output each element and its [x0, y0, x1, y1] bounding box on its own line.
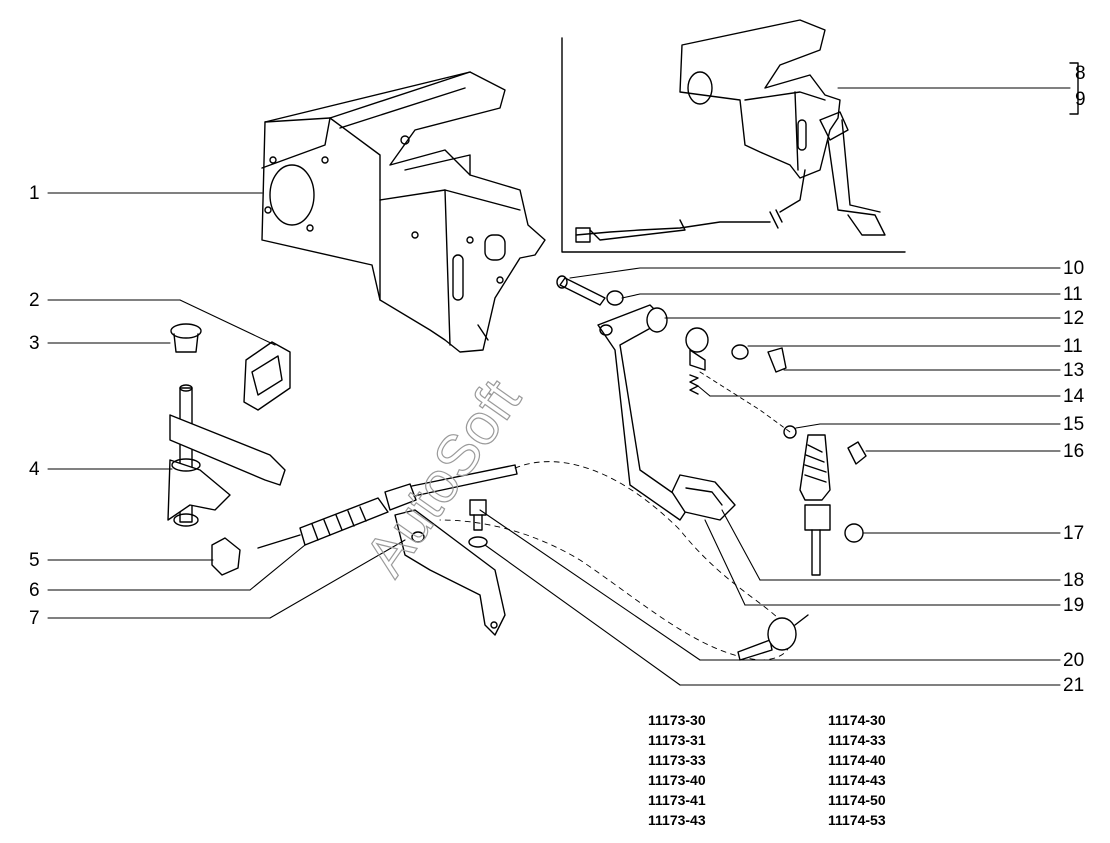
- callout-9: 9: [1075, 89, 1086, 110]
- callout-2: 2: [29, 290, 40, 311]
- callout-4: 4: [29, 459, 40, 480]
- part-1-pedal-bracket: [261, 71, 546, 353]
- part-16-clip: [847, 441, 867, 465]
- part-5-clip: [211, 537, 241, 576]
- callout-15: 15: [1063, 414, 1085, 435]
- part-20-cable-end: [737, 614, 809, 661]
- callout-16: 16: [1063, 441, 1085, 462]
- cable-routing-dashed: [439, 461, 791, 661]
- part-10-pin: [556, 275, 606, 306]
- part-14-spring: [689, 374, 699, 395]
- part-3-plug: [170, 323, 202, 353]
- callout-8: 8: [1075, 63, 1086, 84]
- part-17-nut: [844, 523, 864, 543]
- part-12-pedal-lever: [597, 304, 709, 521]
- callout-5: 5: [29, 550, 40, 571]
- part-7-plate: [394, 509, 506, 636]
- model-code: 11174-53: [828, 812, 886, 828]
- callout-17: 17: [1063, 523, 1085, 544]
- callout-12: 12: [1063, 308, 1085, 329]
- callout-11-upper: 11: [1063, 284, 1083, 305]
- part-4-shaft: [167, 384, 286, 527]
- callout-14: 14: [1063, 386, 1085, 407]
- callout-6: 6: [29, 580, 40, 601]
- part-21-bolt: [468, 499, 488, 548]
- model-code: 11173-31: [648, 732, 706, 748]
- leader-lines: [47, 87, 1071, 686]
- callout-21: 21: [1063, 675, 1085, 696]
- model-code: 11173-43: [648, 812, 706, 828]
- part-11-nut-b: [731, 344, 749, 360]
- model-code: 11174-40: [828, 752, 886, 768]
- callout-13: 13: [1063, 360, 1085, 381]
- callout-18: 18: [1063, 570, 1085, 591]
- part-2-pad: [243, 341, 291, 411]
- callout-7: 7: [29, 608, 40, 629]
- actuator-rod: [799, 434, 831, 576]
- model-code: 11173-41: [648, 792, 706, 808]
- callout-3: 3: [29, 333, 40, 354]
- model-code: 11173-33: [648, 752, 706, 768]
- callout-10: 10: [1063, 258, 1085, 279]
- part-13-clip: [767, 347, 787, 373]
- model-code: 11174-43: [828, 772, 886, 788]
- assembly-dashed-line: [699, 371, 791, 433]
- model-code: 11173-40: [648, 772, 706, 788]
- part-6-cable: [257, 464, 518, 549]
- model-code: 11174-30: [828, 712, 886, 728]
- bracket-8-9: [1069, 62, 1079, 115]
- callout-11-lower: 11: [1063, 336, 1083, 357]
- model-code: 11174-33: [828, 732, 886, 748]
- callout-20: 20: [1063, 650, 1085, 671]
- part-11-nut-a: [606, 290, 624, 306]
- model-code: 11174-50: [828, 792, 886, 808]
- model-codes-left: 11173-30 11173-31 11173-33 11173-40 1117…: [648, 710, 706, 830]
- part-19-pedal-pad: [671, 474, 736, 521]
- model-codes-right: 11174-30 11174-33 11174-40 11174-43 1117…: [828, 710, 886, 830]
- inset-assembly: [561, 19, 906, 253]
- callout-1: 1: [29, 183, 40, 204]
- callout-19: 19: [1063, 595, 1085, 616]
- model-code: 11173-30: [648, 712, 706, 728]
